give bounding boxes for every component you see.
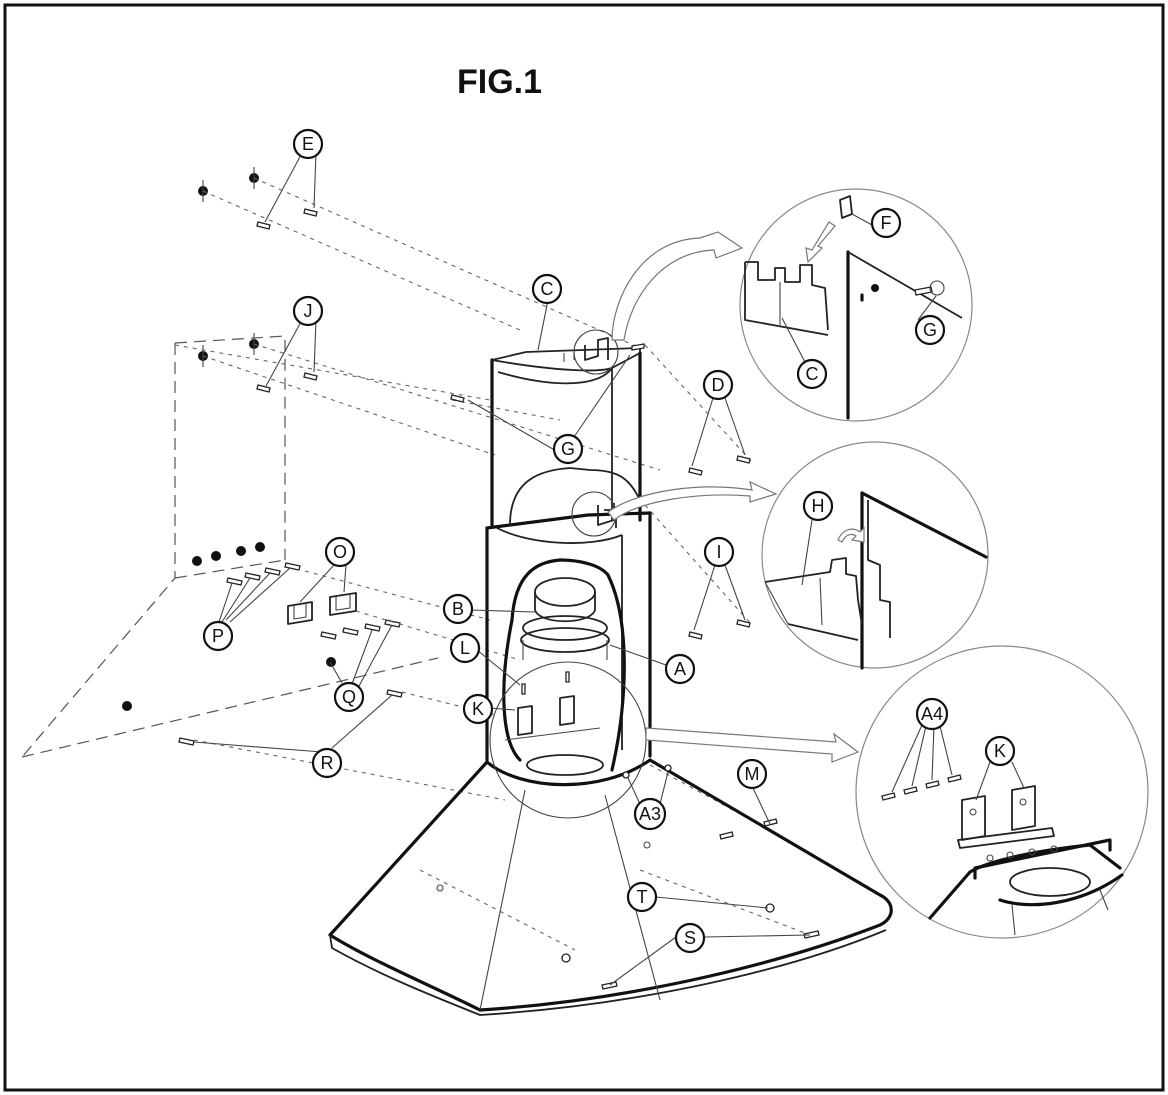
wall-plugs-j [198,333,318,393]
hood-canopy [328,758,893,1016]
callout-a: A [664,653,696,685]
svg-text:J: J [304,301,313,321]
callout-h-detail: H [802,490,834,522]
leader-lines [193,152,1025,986]
svg-text:F: F [881,213,892,233]
svg-text:C: C [806,364,819,384]
callout-m: M [736,758,768,790]
callout-r: R [311,747,343,779]
callout-a4-detail: A4 [915,697,949,731]
svg-text:K: K [472,699,484,719]
svg-text:S: S [684,928,696,948]
callout-l: L [449,632,481,664]
wall-plugs-e [198,167,318,230]
callout-p: P [202,620,234,652]
svg-text:O: O [333,542,347,562]
svg-text:T: T [637,887,648,907]
figure-title: FIG.1 [457,63,542,101]
svg-text:I: I [716,542,721,562]
callout-o: O [324,536,356,568]
callout-g-detail: G [914,314,946,346]
detail-view-bracket [645,645,1149,939]
wall-plugs-p [192,542,301,586]
svg-text:G: G [923,320,937,340]
wall-brackets-o [287,592,357,625]
callout-g: G [552,433,584,465]
callout-b: B [442,593,474,625]
callout-i: I [703,536,735,568]
callout-k-detail: K [984,735,1016,767]
callout-d: D [702,369,734,401]
callout-s: S [674,922,706,954]
callout-a3: A3 [633,797,667,831]
wall-plug-r [122,689,403,746]
callout-j: J [292,295,324,327]
callout-q: Q [333,681,365,713]
svg-text:D: D [712,375,725,395]
svg-text:Q: Q [342,687,356,707]
figure-frame [3,3,1165,1092]
svg-text:P: P [212,626,224,646]
svg-text:A: A [674,659,686,679]
svg-text:K: K [994,741,1006,761]
callout-f-detail: F [870,207,902,239]
svg-text:C: C [541,279,554,299]
wall-screws-q [320,619,401,667]
lower-chimney [485,455,751,776]
callout-e: E [292,128,324,160]
callout-t: T [626,881,658,913]
svg-text:L: L [460,638,470,658]
svg-text:R: R [321,753,334,773]
alignment-lines [174,177,811,951]
callout-c-detail: C [796,358,828,390]
callout-k: K [462,693,494,725]
svg-text:M: M [745,764,760,784]
svg-text:A3: A3 [639,804,661,824]
svg-text:E: E [302,134,314,154]
callout-c: C [531,273,563,305]
svg-text:H: H [812,496,825,516]
svg-text:G: G [561,439,575,459]
wall-outline [21,335,439,758]
upper-chimney [450,337,645,527]
detail-view-chimney-top [611,188,973,422]
svg-text:A4: A4 [921,704,943,724]
svg-text:B: B [452,599,464,619]
